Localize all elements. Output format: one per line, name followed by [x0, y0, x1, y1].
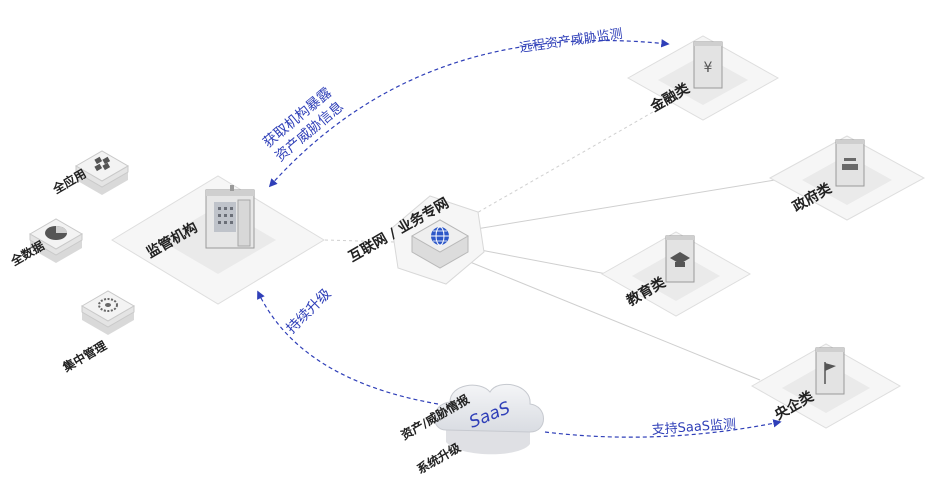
saas-cloud: SaaS: [434, 383, 544, 455]
saas-monitor-label: 支持SaaS监测: [651, 417, 736, 438]
module-label: 集中管理: [59, 338, 109, 375]
remote-monitor-label: 远程资产威胁监测: [518, 27, 623, 56]
target-education: 教育类: [600, 231, 752, 317]
building-icon: [205, 185, 255, 249]
cloud-shape: [434, 383, 544, 433]
remote-monitor-arc: [268, 39, 670, 188]
continuous-upgrade-arc: [257, 290, 439, 405]
globe-icon: [431, 226, 449, 246]
svg-text:¥: ¥: [704, 60, 713, 76]
continuous-upgrade-label: 持续升级: [283, 285, 335, 337]
module-central-mgmt: 集中管理: [59, 290, 136, 375]
internet-hub: 互联网 / 业务专网: [346, 194, 485, 285]
yuan-cabinet-icon: ¥: [693, 41, 723, 89]
app-grid-icon: [94, 156, 111, 172]
graduation-cap-icon: [665, 235, 695, 283]
flag-cabinet-icon: [815, 347, 845, 395]
saas-monitor-arc: [544, 419, 782, 438]
saas-caption-line2: 系统升级: [414, 440, 463, 477]
module-all-data: 全数据: [7, 218, 84, 269]
module-label: 全应用: [49, 166, 89, 197]
target-government: 政府类: [768, 135, 926, 221]
connection-lines: [324, 107, 776, 381]
target-finance: ¥ 金融类: [626, 35, 780, 121]
government-cabinet-icon: [835, 139, 865, 187]
target-soe: 央企类: [750, 343, 902, 429]
module-label: 全数据: [7, 238, 47, 269]
pie-chart-icon: [45, 226, 67, 240]
module-all-apps: 全应用: [49, 150, 130, 197]
gear-icon: [98, 298, 118, 312]
regulator-node: 监管机构: [111, 175, 325, 305]
